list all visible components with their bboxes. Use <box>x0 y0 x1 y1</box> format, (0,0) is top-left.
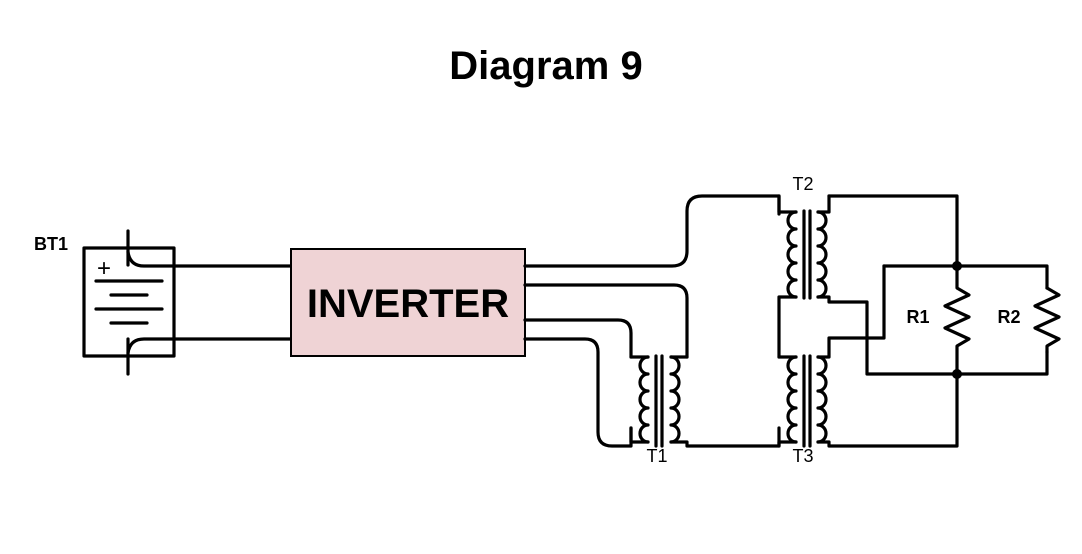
wire-battery-pos-to-inverter <box>126 250 293 268</box>
t3-primary-coil <box>786 355 798 444</box>
junction-top <box>952 261 962 271</box>
diagram-title: Diagram 9 <box>449 44 643 88</box>
r2-label: R2 <box>997 307 1020 327</box>
bottom-bus <box>955 350 1049 376</box>
wire-inverter-out4-to-t1 <box>523 337 633 448</box>
t3-label: T3 <box>792 446 813 466</box>
r1-label: R1 <box>906 307 929 327</box>
r2-zigzag <box>1033 286 1061 354</box>
transformer-t2: T2 <box>777 174 959 376</box>
t3-secondary-coil <box>816 355 828 444</box>
r1-zigzag <box>943 264 971 376</box>
wire-inverter-out3-to-t1 <box>523 318 633 359</box>
t2-label: T2 <box>792 174 813 194</box>
top-bus <box>882 264 1049 290</box>
wire-inverter-out2-to-t1 <box>523 283 689 359</box>
junction-bottom <box>952 369 962 379</box>
battery-plus-sign: + <box>97 255 111 282</box>
wire-t3-sec-to-bottom-bus <box>816 372 959 448</box>
t1-label: T1 <box>646 446 667 466</box>
t2-secondary-coil <box>816 210 828 299</box>
t2-primary-coil <box>786 210 798 299</box>
resistor-r2: R2 <box>997 286 1061 354</box>
inverter-box <box>290 248 526 357</box>
inverter-block: INVERTER <box>290 248 526 357</box>
battery-label: BT1 <box>34 234 68 254</box>
battery-bt1: + BT1 <box>34 229 176 376</box>
transformer-t1: T1 <box>629 354 781 466</box>
wire-inverter-out1-to-t2 <box>523 194 781 268</box>
wire-battery-neg-to-inverter <box>126 337 293 355</box>
t1-secondary-coil <box>669 355 681 444</box>
inverter-label: INVERTER <box>307 282 509 326</box>
transformer-t3: T3 <box>777 264 959 466</box>
t1-primary-coil <box>638 355 650 444</box>
resistor-r1: R1 <box>906 264 971 376</box>
wire-t2-sec-to-top-bus <box>827 194 959 268</box>
wire-t2-sec-to-bottom-bus <box>816 295 959 376</box>
wire-t3-sec-to-top-bus <box>816 264 886 359</box>
